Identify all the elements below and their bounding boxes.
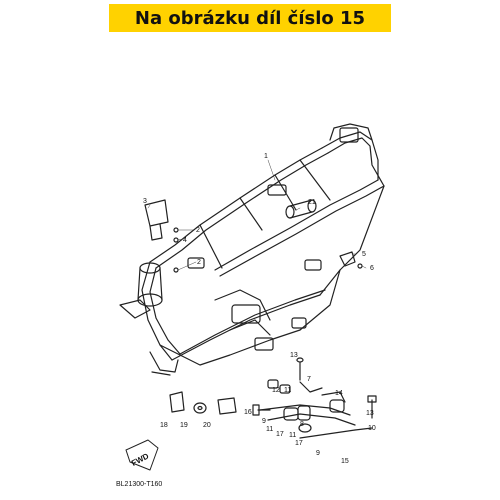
frame-body bbox=[119, 123, 385, 376]
callout-8: 8 bbox=[300, 421, 304, 428]
callout-4: 4 bbox=[183, 237, 187, 244]
callout-17a: 17 bbox=[276, 431, 284, 438]
callout-7: 7 bbox=[307, 376, 311, 383]
callout-15: 15 bbox=[341, 458, 349, 465]
callout-13a: 13 bbox=[290, 352, 298, 359]
callout-9a: 9 bbox=[262, 418, 266, 425]
callout-21: 21 bbox=[308, 199, 316, 206]
title-banner: Na obrázku díl číslo 15 bbox=[109, 4, 391, 32]
callout-6: 6 bbox=[370, 265, 374, 272]
part-19-washer bbox=[193, 402, 207, 414]
part-21-tube bbox=[285, 199, 317, 219]
banner-text: Na obrázku díl číslo 15 bbox=[134, 7, 366, 29]
diagram-code: BL21300-T160 bbox=[116, 481, 163, 488]
callout-3: 3 bbox=[143, 198, 147, 205]
callout-2a: 2 bbox=[196, 227, 200, 234]
callout-14: 14 bbox=[335, 390, 343, 397]
callout-2b: 2 bbox=[197, 259, 201, 266]
callout-13b: 13 bbox=[366, 410, 374, 417]
part-20-pad bbox=[217, 397, 237, 415]
callout-11c: 11 bbox=[289, 432, 296, 439]
callout-10: 10 bbox=[368, 425, 376, 432]
callout-17b: 17 bbox=[295, 440, 303, 447]
fwd-label: FWD bbox=[130, 451, 151, 468]
callout-11b: 11 bbox=[266, 426, 273, 433]
callout-1: 1 bbox=[264, 153, 268, 160]
callout-5: 5 bbox=[362, 251, 366, 258]
part-18-clip bbox=[169, 391, 185, 413]
callout-20: 20 bbox=[203, 422, 211, 429]
callout-9b: 9 bbox=[316, 450, 320, 457]
callout-18: 18 bbox=[160, 422, 168, 429]
callout-19: 19 bbox=[180, 422, 188, 429]
callout-12: 12 bbox=[272, 387, 280, 394]
callout-11a: 11 bbox=[284, 387, 291, 394]
part-3-bracket bbox=[144, 199, 169, 241]
callout-16: 16 bbox=[244, 409, 252, 416]
engine-mount-parts bbox=[252, 357, 377, 439]
part-5-plate bbox=[339, 251, 356, 267]
fwd-arrow bbox=[125, 439, 159, 471]
